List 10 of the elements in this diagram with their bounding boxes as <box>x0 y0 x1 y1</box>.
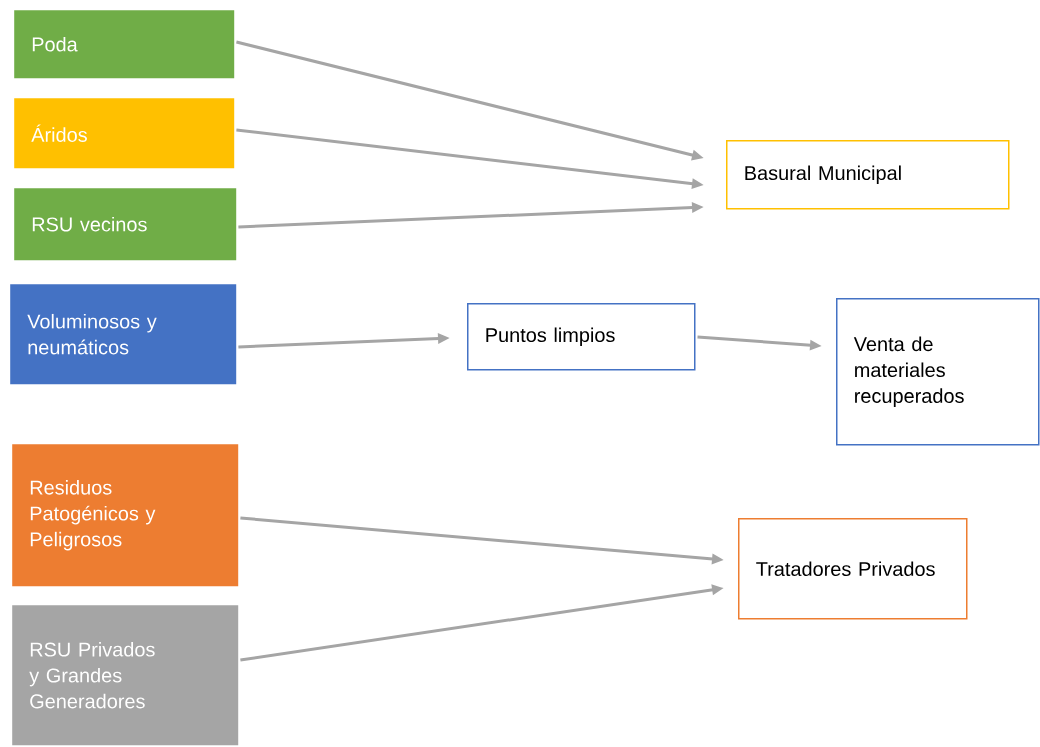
source-box: Residuos Patogénicos y Peligrosos <box>12 444 239 587</box>
destination-box: Basural Municipal <box>726 140 1010 210</box>
source-box: Voluminosos y neumáticos <box>10 284 237 385</box>
destination-box: Tratadores Privados <box>738 518 968 620</box>
destination-box: Venta de materiales recuperados <box>836 298 1040 446</box>
source-box: RSU vecinos <box>14 188 237 261</box>
source-box: RSU Privados y Grandes Generadores <box>12 605 239 746</box>
destination-box: Puntos limpios <box>467 303 696 371</box>
source-box: Poda <box>14 10 235 79</box>
source-box: Áridos <box>14 98 235 169</box>
